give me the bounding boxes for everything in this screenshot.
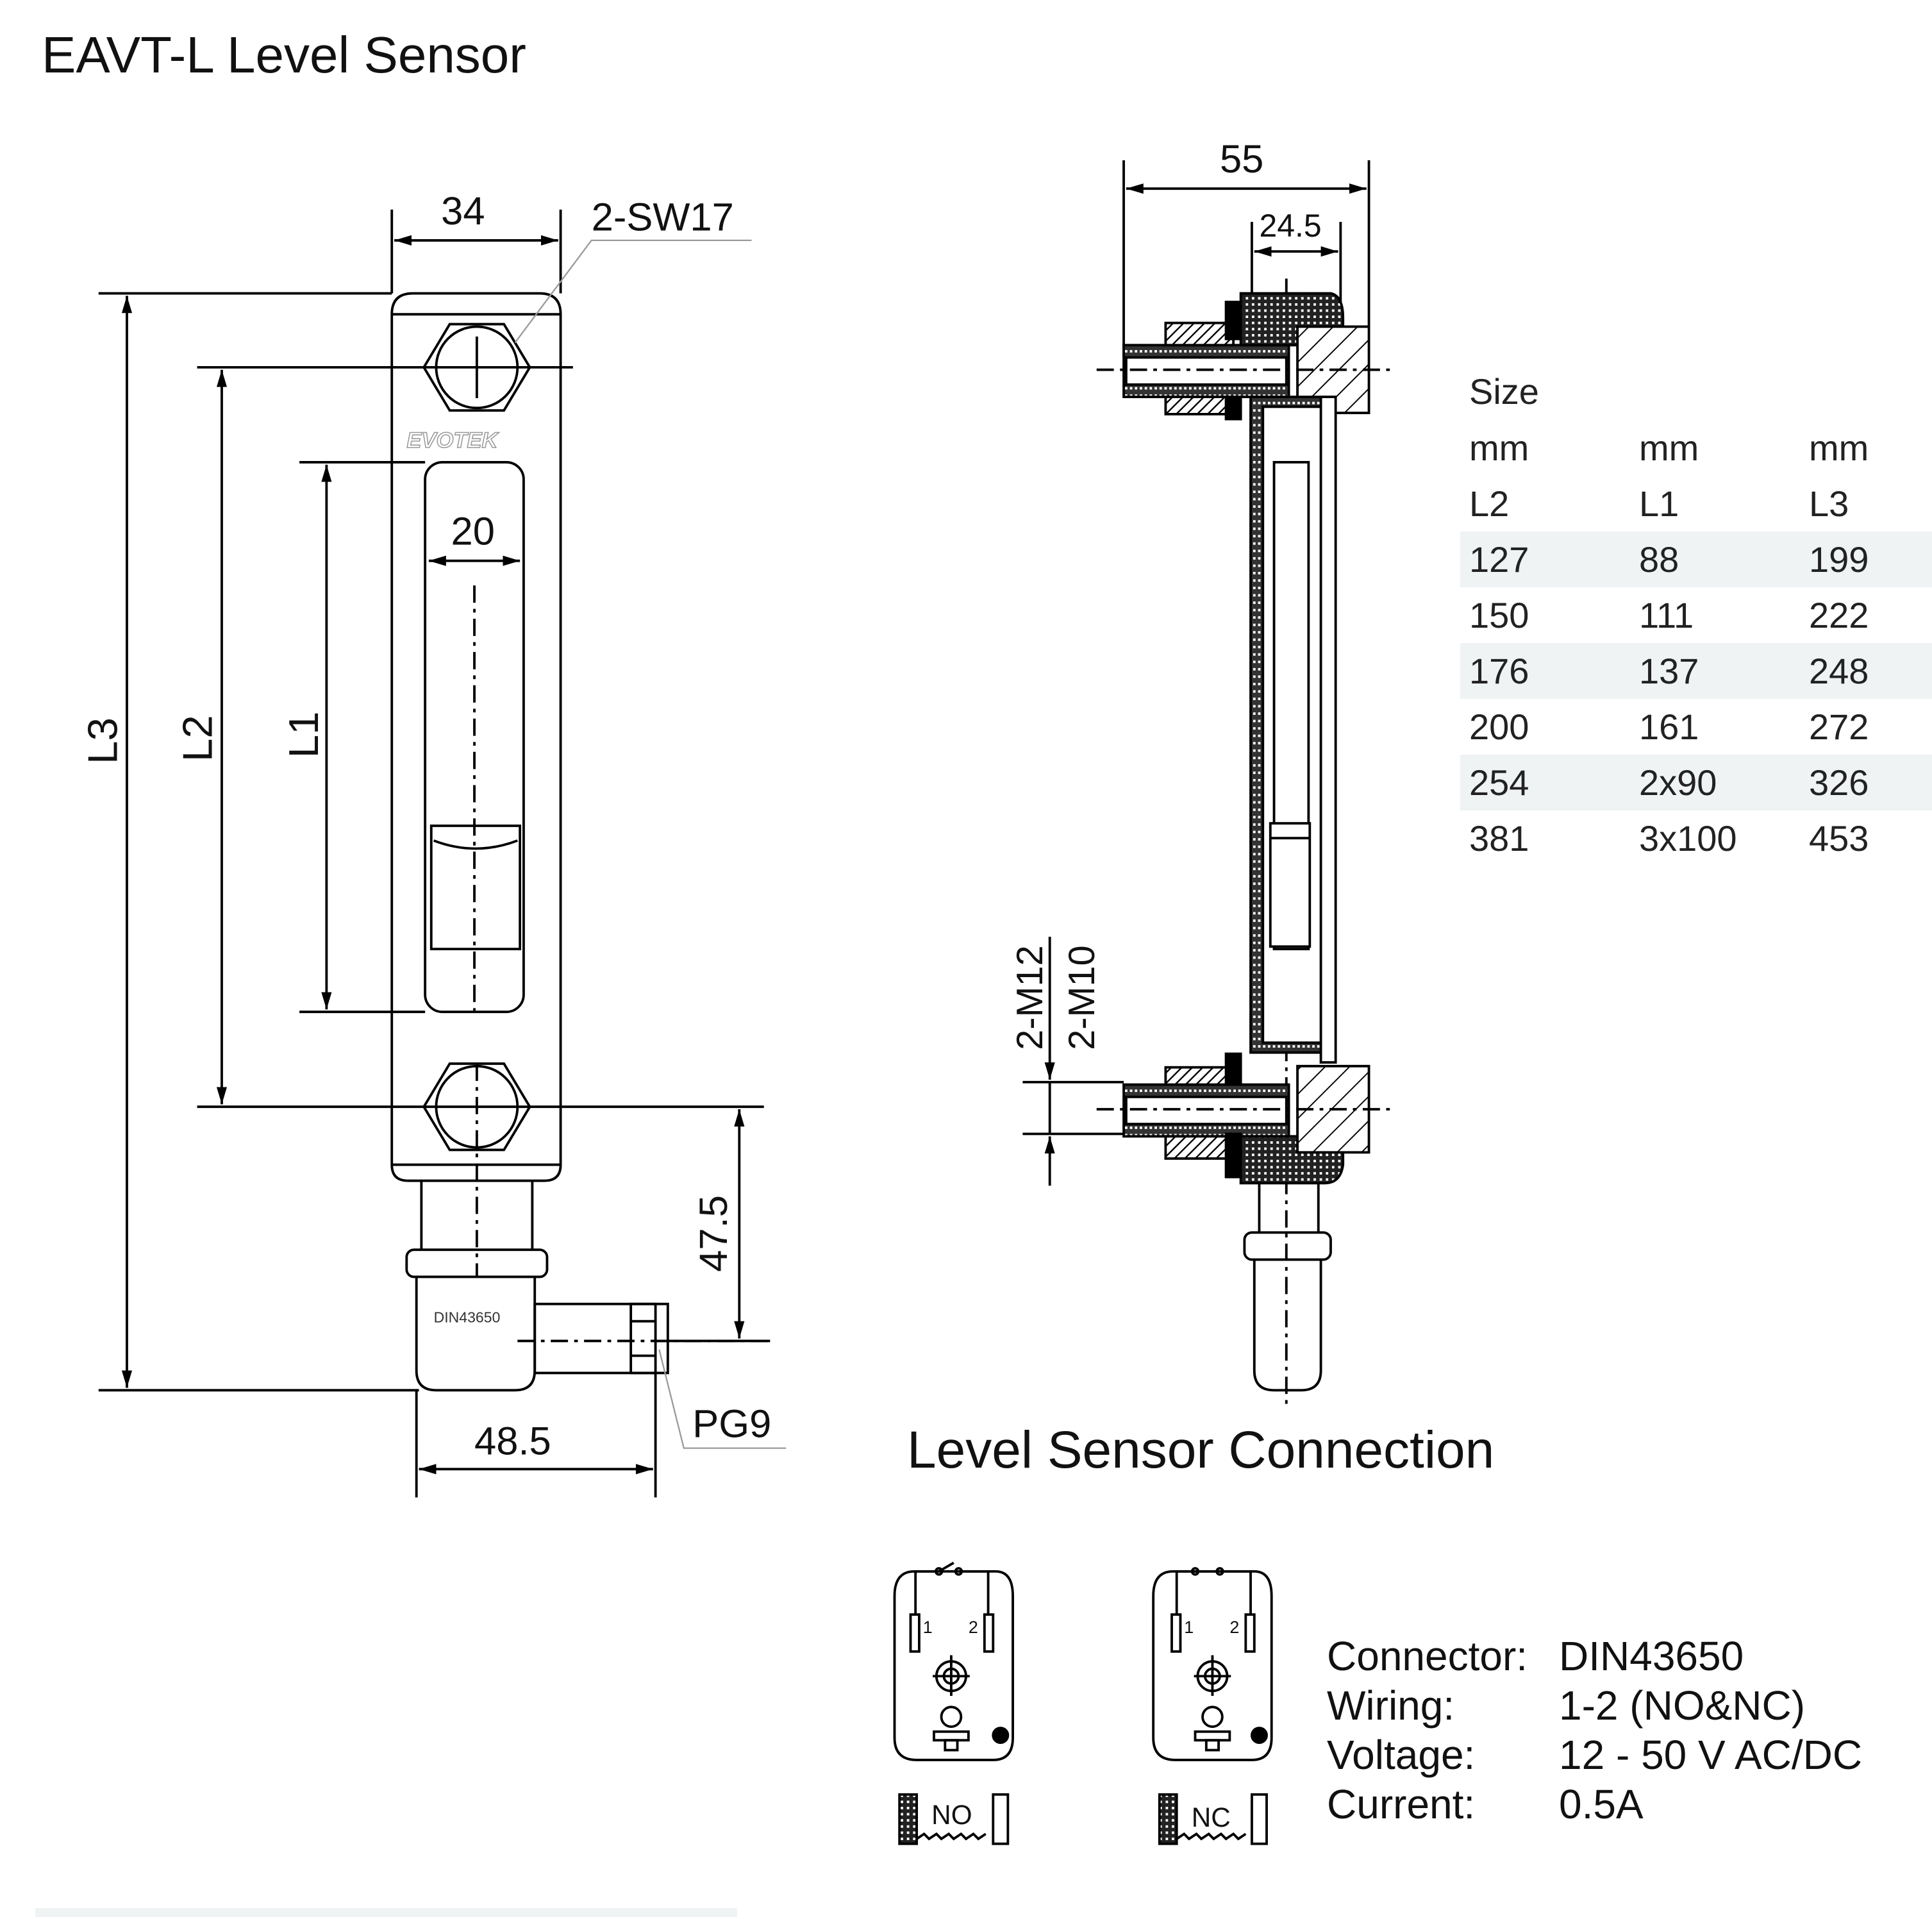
spec-key: Voltage: bbox=[1327, 1732, 1476, 1778]
table-cell: 254 bbox=[1469, 762, 1529, 803]
spec-value: 12 - 50 V AC/DC bbox=[1559, 1732, 1863, 1778]
float-marker bbox=[429, 825, 522, 951]
table-cell: 161 bbox=[1639, 707, 1699, 747]
front-view-drawing bbox=[98, 209, 787, 1498]
column-header: L1 bbox=[1639, 483, 1679, 524]
spec-current: Current: 0.5A bbox=[1327, 1780, 1862, 1829]
table-cell: 111 bbox=[1639, 595, 1694, 635]
table-row: 127 88 199 bbox=[1460, 532, 1932, 587]
dim-48-5-label: 48.5 bbox=[474, 1419, 551, 1463]
sensor-body-outline bbox=[390, 292, 562, 1182]
wiring-diagram-no bbox=[893, 1561, 1014, 1845]
table-cell: 3x100 bbox=[1639, 818, 1737, 859]
table-cell: 176 bbox=[1469, 651, 1529, 691]
table-cell: 200 bbox=[1469, 707, 1529, 747]
size-table: Size mm mm mm L2 L1 L3 127 88 199 150 11… bbox=[1460, 362, 1932, 866]
table-row: 150 111 222 bbox=[1460, 587, 1932, 643]
table-row: 176 137 248 bbox=[1460, 643, 1932, 699]
side-float bbox=[1269, 822, 1312, 948]
spec-key: Wiring: bbox=[1327, 1682, 1455, 1729]
cable-gland-label: PG9 bbox=[692, 1402, 771, 1446]
table-cell: 272 bbox=[1809, 707, 1869, 747]
sight-window bbox=[424, 460, 525, 1014]
unit-cell: mm bbox=[1809, 428, 1869, 468]
table-cell: 326 bbox=[1809, 762, 1869, 803]
connector-model-label: DIN43650 bbox=[434, 1309, 501, 1326]
size-heading: Size bbox=[1469, 371, 1539, 412]
column-header: L2 bbox=[1469, 483, 1510, 524]
pin-2-label-nc: 2 bbox=[1229, 1618, 1239, 1637]
table-row: 381 3x100 453 bbox=[1460, 810, 1932, 866]
unit-cell: mm bbox=[1639, 428, 1699, 468]
table-cell: 199 bbox=[1809, 539, 1869, 580]
units-row: mm mm mm bbox=[1460, 420, 1932, 476]
spec-value: 0.5A bbox=[1559, 1781, 1644, 1827]
dim-20-label: 20 bbox=[451, 510, 495, 554]
table-cell: 137 bbox=[1639, 651, 1699, 691]
table-cell: 453 bbox=[1809, 818, 1869, 859]
spec-key: Connector: bbox=[1327, 1633, 1528, 1679]
page-title: EAVT-L Level Sensor bbox=[42, 26, 526, 83]
spec-wiring: Wiring: 1-2 (NO&NC) bbox=[1327, 1681, 1862, 1730]
table-row: 200 161 272 bbox=[1460, 699, 1932, 755]
dim-L2-label: L2 bbox=[174, 715, 221, 762]
column-header: L3 bbox=[1809, 483, 1849, 524]
side-view-drawing bbox=[1022, 160, 1390, 1405]
spec-value: DIN43650 bbox=[1559, 1633, 1744, 1679]
dim-sw17-label: 2-SW17 bbox=[592, 196, 734, 240]
pin-1-label-no: 1 bbox=[923, 1618, 933, 1637]
table-cell: 381 bbox=[1469, 818, 1529, 859]
column-header-row: L2 L1 L3 bbox=[1460, 476, 1932, 532]
spec-connector: Connector: DIN43650 bbox=[1327, 1632, 1862, 1681]
connection-section-title: Level Sensor Connection bbox=[907, 1421, 1495, 1479]
spec-value: 1-2 (NO&NC) bbox=[1559, 1682, 1806, 1729]
dim-m10-label: 2-M10 bbox=[1062, 945, 1103, 1050]
spec-voltage: Voltage: 12 - 50 V AC/DC bbox=[1327, 1730, 1862, 1780]
contact-type-no: NO bbox=[931, 1800, 972, 1830]
logo-text: EVOTEK bbox=[406, 428, 499, 453]
dim-L3-label: L3 bbox=[79, 717, 126, 764]
contact-type-nc: NC bbox=[1192, 1802, 1231, 1832]
dim-L1-label: L1 bbox=[280, 712, 327, 758]
footer-divider bbox=[35, 1908, 737, 1917]
table-cell: 150 bbox=[1469, 595, 1529, 635]
table-cell: 127 bbox=[1469, 539, 1529, 580]
table-cell: 2x90 bbox=[1639, 762, 1717, 803]
dim-24-5-label: 24.5 bbox=[1259, 208, 1321, 244]
table-cell: 248 bbox=[1809, 651, 1869, 691]
dim-47-5-label: 47.5 bbox=[692, 1195, 736, 1272]
dim-m12-label: 2-M12 bbox=[1010, 945, 1051, 1050]
table-cell: 222 bbox=[1809, 595, 1869, 635]
pin-1-label-nc: 1 bbox=[1184, 1618, 1194, 1637]
table-row: 254 2x90 326 bbox=[1460, 755, 1932, 810]
dim-34-label: 34 bbox=[441, 189, 485, 233]
spec-key: Current: bbox=[1327, 1781, 1476, 1827]
din-connector-body bbox=[415, 1277, 537, 1392]
dim-55-label: 55 bbox=[1220, 137, 1263, 181]
pin-2-label-no: 2 bbox=[969, 1618, 978, 1637]
unit-cell: mm bbox=[1469, 428, 1529, 468]
wiring-diagram-nc bbox=[1152, 1567, 1273, 1845]
electrical-specs: Connector: DIN43650 Wiring: 1-2 (NO&NC) … bbox=[1327, 1632, 1862, 1829]
table-cell: 88 bbox=[1639, 539, 1679, 580]
